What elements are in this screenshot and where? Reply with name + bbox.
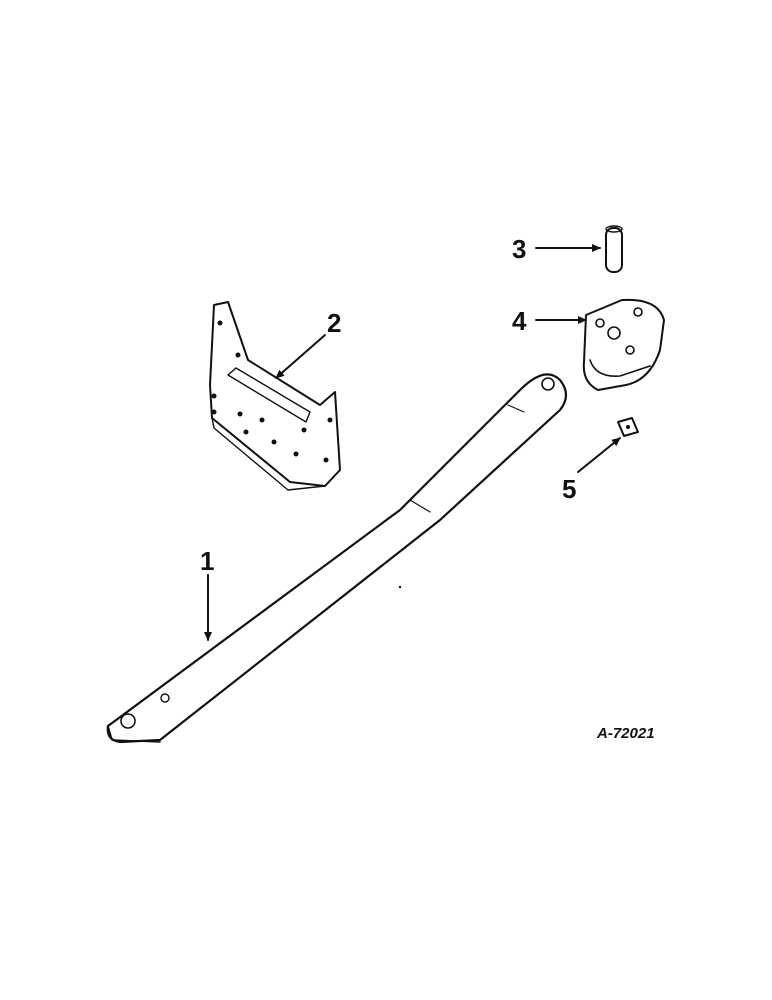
reference-code: A-72021 [596,725,655,742]
leader-arrow-5 [577,437,621,473]
callout-1: 1 [200,546,214,576]
clip-part [617,417,639,437]
drawbar-part [106,373,568,744]
bracket-part [209,301,341,491]
pin-part [605,225,623,273]
print-dot [398,585,402,589]
callout-2: 2 [327,308,341,338]
leader-arrow-2 [275,334,326,379]
callout-4: 4 [512,306,527,336]
callout-3: 3 [512,234,526,264]
callout-5: 5 [562,474,576,504]
clevis-part [582,298,665,391]
